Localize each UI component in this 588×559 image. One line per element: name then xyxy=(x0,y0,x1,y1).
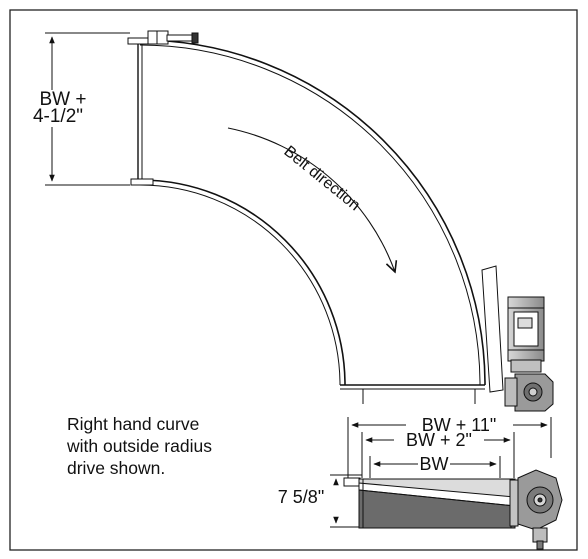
width-dimensions xyxy=(347,417,552,478)
height-dimension xyxy=(45,32,130,186)
bw-plus-11-label: BW + 11" xyxy=(422,415,497,435)
gearbox-plan xyxy=(504,373,554,412)
curved-conveyor-plan xyxy=(137,39,486,404)
frame-border xyxy=(9,9,578,551)
caption-line-1: Right hand curve xyxy=(67,414,200,434)
height-label-line2: 4-1/2" xyxy=(33,106,83,127)
motor-plan xyxy=(507,296,545,373)
conveyor-end-view xyxy=(343,477,519,529)
side-height-dimension xyxy=(330,474,362,528)
height-label-line1: BW + xyxy=(40,89,87,110)
drive-bracket xyxy=(481,265,504,393)
caption: Right hand curve with outside radius dri… xyxy=(67,413,267,479)
caption-line-3: drive shown. xyxy=(67,458,166,478)
caption-line-2: with outside radius xyxy=(67,436,212,456)
bw-label: BW xyxy=(420,454,449,474)
belt-direction-label: Belt direction xyxy=(280,143,363,214)
side-height-label: 7 5/8" xyxy=(278,487,324,507)
belt-direction-arrow xyxy=(227,127,395,272)
gearbox-end-view xyxy=(517,469,563,550)
bw-plus-2-label: BW + 2" xyxy=(406,430,472,450)
top-tensioner xyxy=(127,30,199,186)
